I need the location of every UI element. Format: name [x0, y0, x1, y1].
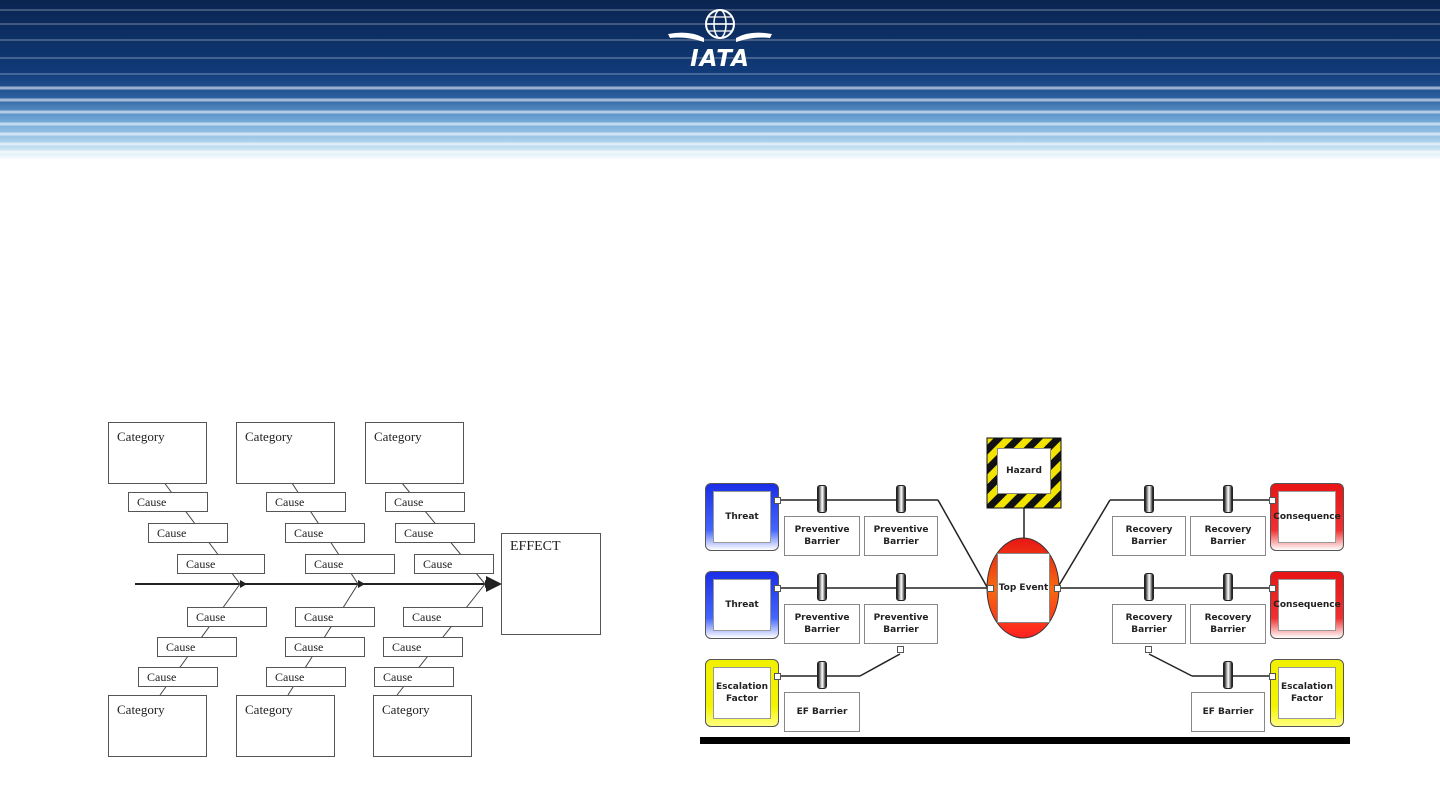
- base-bar: [700, 737, 1350, 744]
- barrier-post: [1223, 485, 1233, 513]
- cause-box: Cause: [266, 667, 346, 687]
- recovery-barrier-box: Recovery Barrier: [1112, 604, 1186, 644]
- threat-box: Threat: [705, 483, 779, 551]
- consequence-box: Consequence: [1270, 571, 1344, 639]
- recovery-barrier-box: Recovery Barrier: [1190, 604, 1266, 644]
- cause-box: Cause: [177, 554, 265, 574]
- threat-label: Threat: [713, 579, 771, 631]
- ef-barrier-box: EF Barrier: [1191, 692, 1265, 732]
- recovery-barrier-box: Recovery Barrier: [1112, 516, 1186, 556]
- preventive-barrier-box: Preventive Barrier: [784, 604, 860, 644]
- category-box: Category: [108, 422, 207, 484]
- iata-logo-text: IATA: [690, 46, 750, 72]
- category-box: Category: [236, 695, 335, 757]
- barrier-post: [1223, 661, 1233, 689]
- barrier-post: [817, 573, 827, 601]
- fishbone-diagram: Category Category Category Cause Cause C…: [100, 415, 610, 765]
- consequence-box: Consequence: [1270, 483, 1344, 551]
- cause-box: Cause: [266, 492, 346, 512]
- header-stripes: [0, 0, 1440, 160]
- barrier-post: [1144, 573, 1154, 601]
- preventive-barrier-box: Preventive Barrier: [784, 516, 860, 556]
- connector-port: [987, 585, 994, 592]
- cause-box: Cause: [138, 667, 218, 687]
- effect-box: EFFECT: [501, 533, 601, 635]
- cause-box: Cause: [285, 523, 365, 543]
- recovery-barrier-box: Recovery Barrier: [1190, 516, 1266, 556]
- cause-box: Cause: [374, 667, 454, 687]
- preventive-barrier-box: Preventive Barrier: [864, 604, 938, 644]
- barrier-post: [1223, 573, 1233, 601]
- barrier-post: [817, 661, 827, 689]
- escalation-factor-box: Escalation Factor: [1270, 659, 1344, 727]
- cause-box: Cause: [305, 554, 395, 574]
- cause-box: Cause: [187, 607, 267, 627]
- cause-box: Cause: [403, 607, 483, 627]
- globe-wings-icon: [668, 9, 772, 42]
- barrier-post: [1144, 485, 1154, 513]
- cause-box: Cause: [395, 523, 475, 543]
- cause-box: Cause: [385, 492, 465, 512]
- cause-box: Cause: [414, 554, 494, 574]
- category-box: Category: [365, 422, 464, 484]
- escalation-factor-label: Escalation Factor: [1278, 667, 1336, 719]
- connector-port: [774, 497, 781, 504]
- connector-port: [1054, 585, 1061, 592]
- connector-port: [1145, 646, 1152, 653]
- header-banner: IATA: [0, 0, 1440, 160]
- escalation-factor-label: Escalation Factor: [713, 667, 771, 719]
- iata-logo: IATA: [660, 6, 780, 72]
- escalation-factor-box: Escalation Factor: [705, 659, 779, 727]
- threat-label: Threat: [713, 491, 771, 543]
- top-event-label: Top Event: [997, 553, 1050, 623]
- barrier-post: [817, 485, 827, 513]
- connector-port: [1269, 497, 1276, 504]
- preventive-barrier-box: Preventive Barrier: [864, 516, 938, 556]
- cause-box: Cause: [295, 607, 375, 627]
- cause-box: Cause: [128, 492, 208, 512]
- category-box: Category: [373, 695, 472, 757]
- connector-port: [774, 673, 781, 680]
- category-box: Category: [236, 422, 335, 484]
- consequence-label: Consequence: [1273, 491, 1341, 543]
- bowtie-diagram: Hazard Top Event Threat Threat Escalatio…: [700, 435, 1355, 750]
- connector-port: [1269, 673, 1276, 680]
- connector-port: [897, 646, 904, 653]
- connector-port: [774, 585, 781, 592]
- hazard-label: Hazard: [997, 448, 1051, 494]
- barrier-post: [896, 485, 906, 513]
- barrier-post: [896, 573, 906, 601]
- cause-box: Cause: [148, 523, 228, 543]
- cause-box: Cause: [285, 637, 365, 657]
- consequence-label: Consequence: [1273, 579, 1341, 631]
- category-box: Category: [108, 695, 207, 757]
- threat-box: Threat: [705, 571, 779, 639]
- ef-barrier-box: EF Barrier: [784, 692, 860, 732]
- connector-port: [1269, 585, 1276, 592]
- cause-box: Cause: [157, 637, 237, 657]
- cause-box: Cause: [383, 637, 463, 657]
